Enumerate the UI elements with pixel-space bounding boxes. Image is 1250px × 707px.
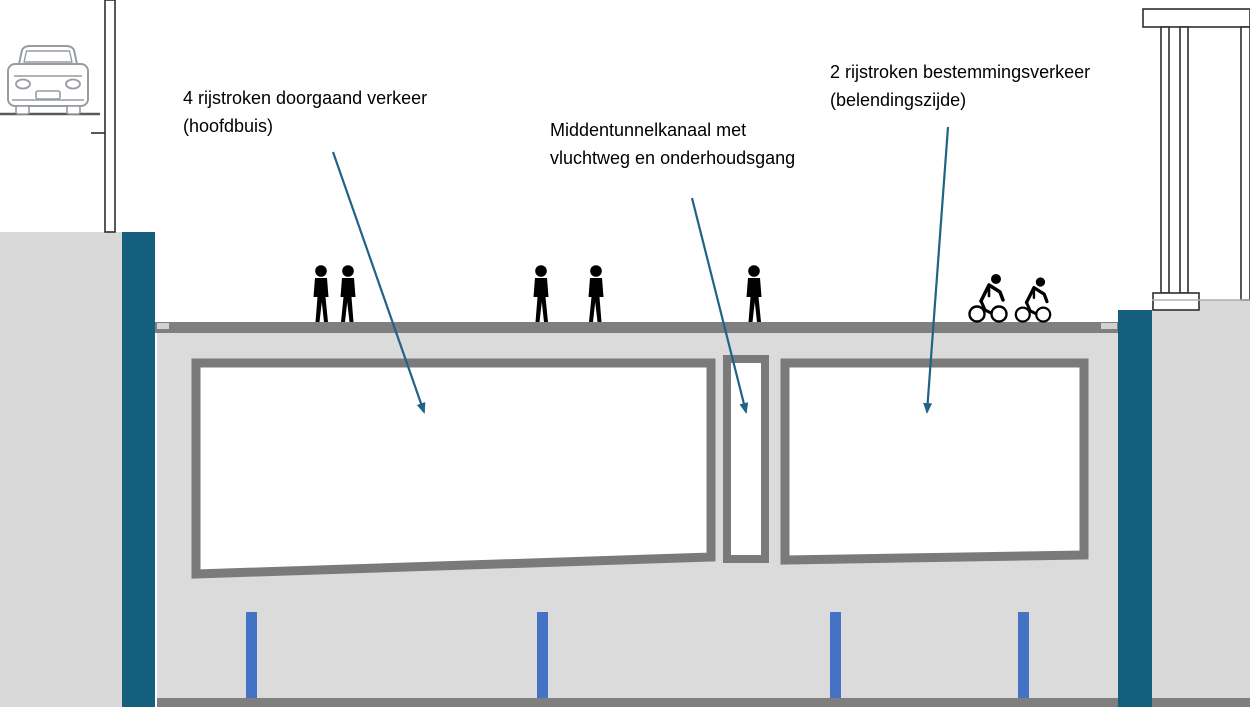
diaphragm-wall-right <box>1118 310 1152 707</box>
building-column <box>104 0 116 233</box>
pile <box>830 612 841 698</box>
car-wheel-left <box>15 105 30 115</box>
destination-tube-chamber <box>780 358 1089 565</box>
roof-notch-left <box>157 323 169 329</box>
label-middle-channel-line1: Middentunnelkanaal met <box>550 120 747 140</box>
cyclist-icon <box>967 272 1009 324</box>
main-tube-chamber <box>191 358 716 579</box>
soil-right <box>1152 300 1250 707</box>
pedestrian-icon <box>533 265 549 322</box>
structure-right <box>1142 8 1250 311</box>
car-headlight-left <box>15 78 31 90</box>
middle-channel-chamber <box>723 355 769 563</box>
label-destination-tube-line2: (belendingszijde) <box>830 90 967 110</box>
arrow-destination-tube <box>923 126 950 414</box>
roof-slab <box>155 322 1122 333</box>
label-destination-tube: 2 rijstroken bestemmingsverkeer (belendi… <box>830 58 1090 114</box>
pile <box>537 612 548 698</box>
cyclist-icon <box>1014 275 1052 324</box>
building-left <box>0 0 116 233</box>
car-wheel-right <box>66 105 81 115</box>
label-middle-channel-line2: vluchtweg en onderhoudsgang <box>550 148 796 168</box>
roof-notch-right <box>1101 323 1117 329</box>
pedestrian-icon <box>746 265 762 322</box>
arrow-main-tube <box>331 151 426 414</box>
diaphragm-wall-left <box>122 232 155 707</box>
annotation-arrows <box>331 126 950 414</box>
structure-footing <box>1152 292 1200 311</box>
pedestrian-icon <box>588 265 604 322</box>
car-windshield <box>23 50 73 63</box>
label-destination-tube-line1: 2 rijstroken bestemmingsverkeer <box>830 62 1091 82</box>
label-main-tube-line1: 4 rijstroken doorgaand verkeer <box>183 88 428 108</box>
structure-deck <box>1142 8 1250 28</box>
car-icon <box>7 45 89 115</box>
soil-left <box>0 232 122 707</box>
label-main-tube: 4 rijstroken doorgaand verkeer (hoofdbui… <box>183 84 427 140</box>
car-headlight-right <box>65 78 81 90</box>
car-body <box>7 63 89 107</box>
structure-edge-column <box>1240 26 1250 301</box>
foundation-piles <box>246 612 1029 698</box>
pile <box>1018 612 1029 698</box>
structure-column <box>1160 26 1170 294</box>
label-main-tube-line2: (hoofdbuis) <box>183 116 274 136</box>
structure-column <box>1179 26 1189 294</box>
pedestrian-icon <box>313 265 329 322</box>
bottom-slab <box>157 698 1250 707</box>
arrow-middle-channel <box>690 197 749 414</box>
pedestrian-icon <box>340 265 356 322</box>
label-middle-channel: Middentunnelkanaal met vluchtweg en onde… <box>550 116 795 172</box>
pedestrians <box>313 265 1052 324</box>
car-grille <box>35 90 61 100</box>
pile <box>246 612 257 698</box>
